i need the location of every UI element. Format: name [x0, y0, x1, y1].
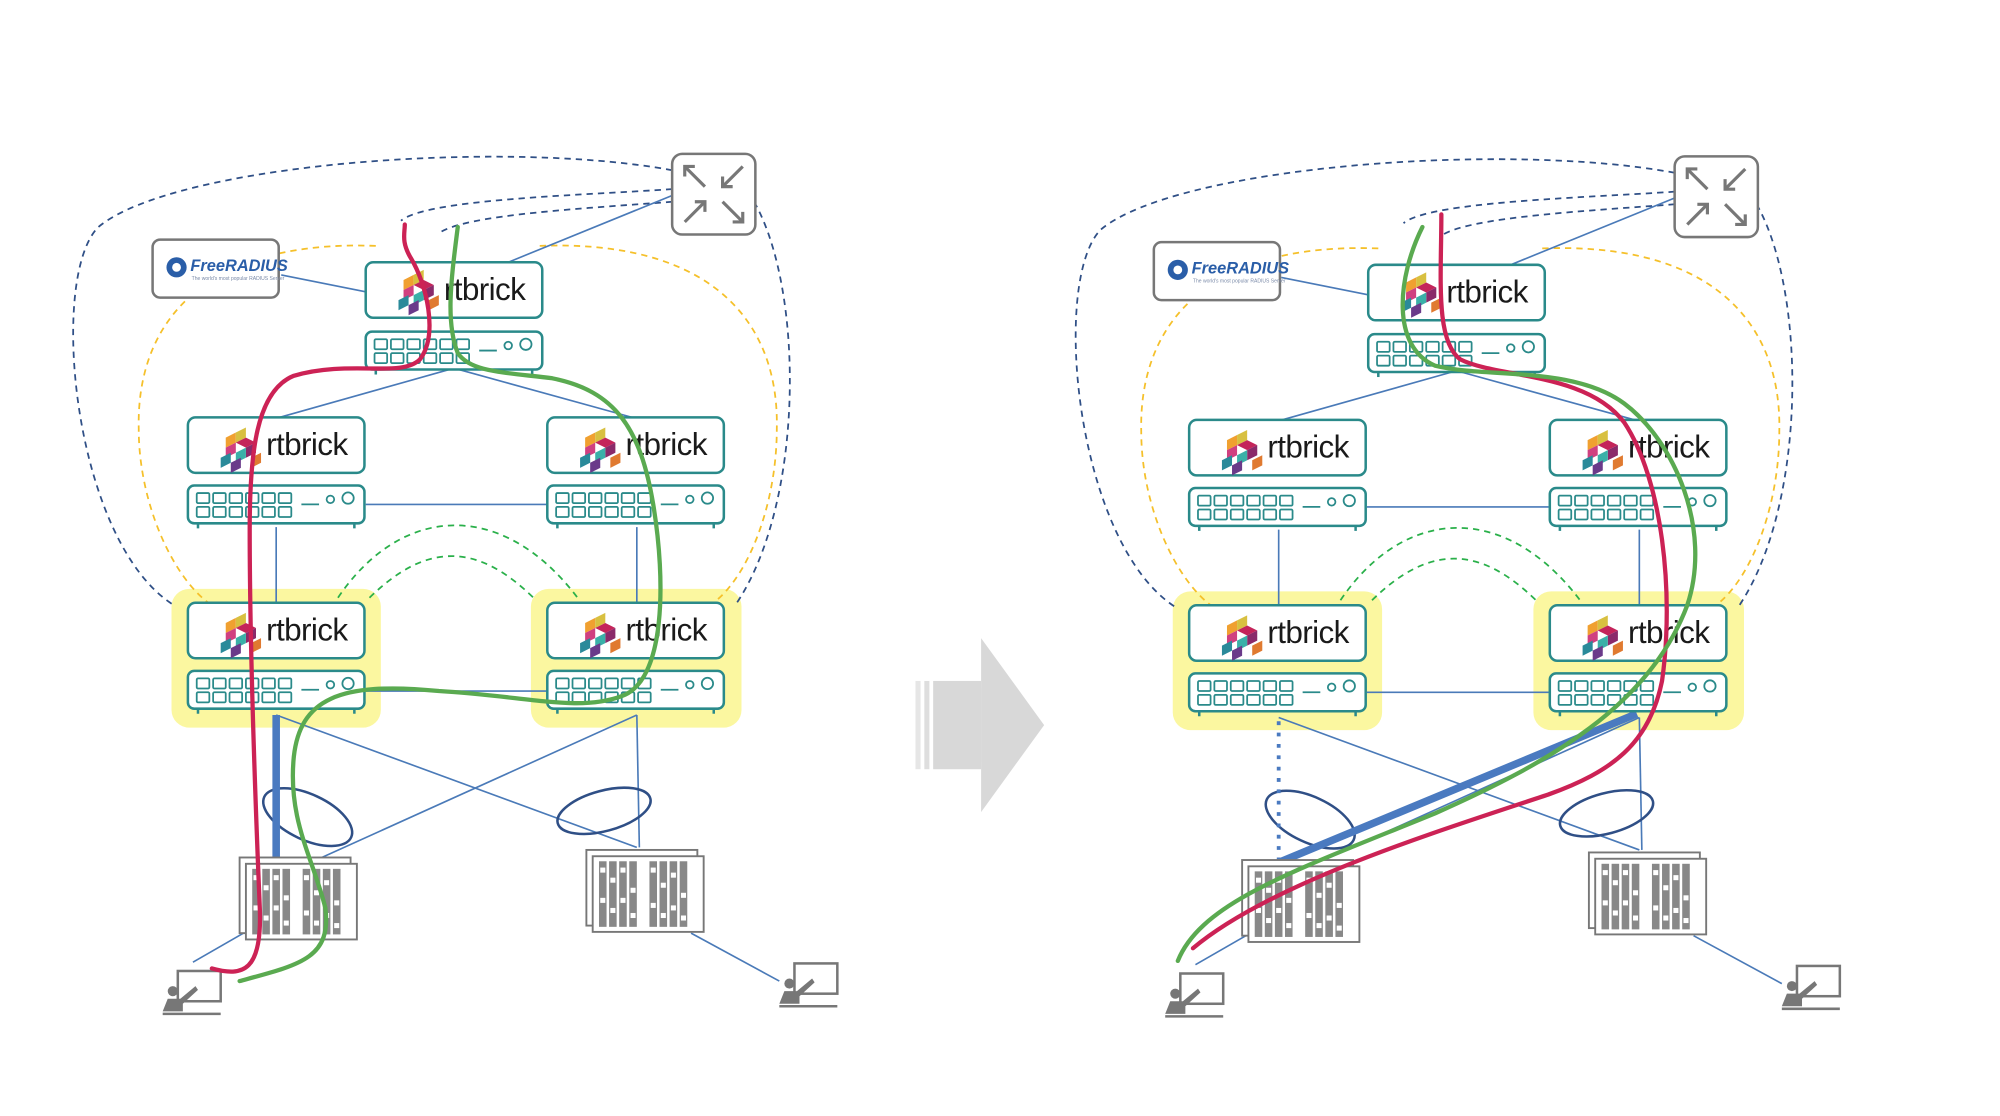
lag-ellipse	[556, 786, 652, 836]
switch-ports-icon	[1187, 672, 1367, 718]
switch-ports-icon	[1548, 672, 1728, 718]
rtbrick-label: rtbrick	[625, 612, 707, 648]
lag-ellipse	[1264, 789, 1356, 850]
left-topology: FreeRADIUS The world's most popular RADI…	[72, 152, 839, 1016]
rtbrick-router-spine-a: rtbrick	[186, 416, 366, 530]
freeradius-label: FreeRADIUS	[1192, 260, 1289, 278]
freeradius-tagline: The world's most popular RADIUS Server	[1193, 278, 1286, 284]
subscriber-icon	[1780, 964, 1842, 1011]
subscriber-icon	[778, 962, 839, 1008]
subscriber-icon	[161, 969, 222, 1016]
rtbrick-label: rtbrick	[1267, 429, 1349, 465]
lag-bar	[1277, 710, 1639, 867]
router-icon	[670, 152, 757, 236]
rtbrick-router-leaf-a: rtbrick	[1187, 604, 1367, 718]
rtbrick-router-leaf-b: rtbrick	[1548, 604, 1728, 718]
switch-ports-icon	[1187, 486, 1367, 533]
right-topology: FreeRADIUS The world's most popular RADI…	[1074, 155, 1842, 1018]
olt-chassis-icon	[1241, 859, 1361, 943]
freeradius-box: FreeRADIUS The world's most popular RADI…	[1152, 240, 1289, 302]
rtbrick-router-leaf-a: rtbrick	[186, 601, 366, 715]
switch-ports-icon	[546, 669, 726, 715]
rtbrick-label: rtbrick	[1267, 614, 1349, 650]
lag-ellipse	[261, 787, 354, 848]
olt-chassis-icon	[585, 848, 705, 933]
olt-chassis-icon	[1587, 851, 1708, 936]
rtbrick-label: rtbrick	[266, 426, 348, 462]
rtbrick-label: rtbrick	[1446, 274, 1528, 310]
rtbrick-router-spine-b: rtbrick	[546, 416, 726, 530]
red-traffic-path	[209, 222, 432, 974]
rtbrick-label: rtbrick	[266, 612, 348, 648]
rtbrick-router-spine-a: rtbrick	[1187, 418, 1367, 533]
rtbrick-router-leaf-b: rtbrick	[546, 601, 726, 715]
freeradius-tagline: The world's most popular RADIUS Server	[192, 276, 285, 282]
rtbrick-router-spine-b: rtbrick	[1548, 418, 1728, 533]
rtbrick-label: rtbrick	[444, 271, 526, 307]
lag-ellipse	[1558, 788, 1655, 838]
router-icon	[1673, 155, 1760, 239]
switch-ports-icon	[546, 484, 726, 530]
switch-ports-icon	[186, 669, 366, 715]
freeradius-box: FreeRADIUS The world's most popular RADI…	[151, 238, 288, 299]
red-traffic-path	[1190, 212, 1669, 951]
green-traffic-path	[237, 224, 663, 984]
subscriber-icon	[1163, 972, 1225, 1018]
rtbrick-router-core: rtbrick	[1366, 263, 1547, 379]
green-traffic-path	[1175, 224, 1698, 964]
freeradius-label: FreeRADIUS	[190, 257, 287, 275]
switch-ports-icon	[186, 484, 366, 530]
transition-arrow-icon	[915, 638, 1045, 813]
switch-ports-icon	[1548, 486, 1728, 533]
